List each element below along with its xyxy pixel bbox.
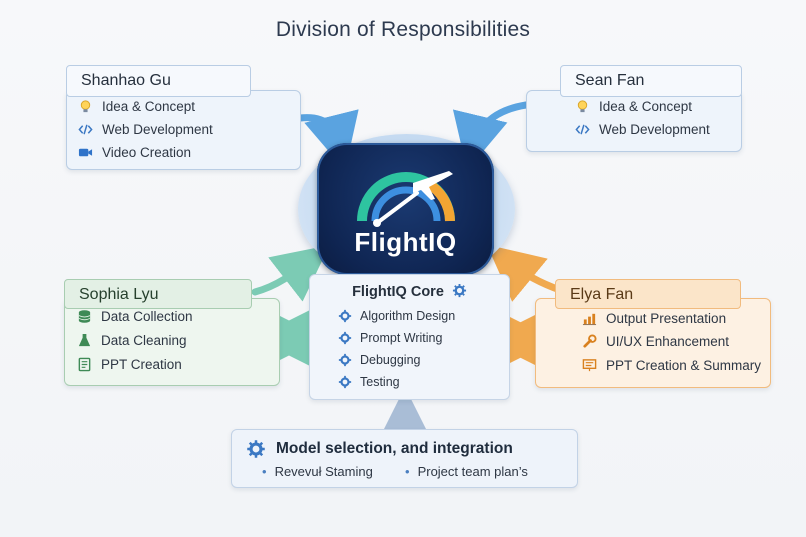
member-name-sean: Sean Fan — [560, 65, 742, 97]
model-title: Model selection, and integration — [276, 440, 513, 457]
member-name-sophia: Sophia Lyu — [64, 279, 252, 309]
core-item: Testing — [338, 375, 400, 389]
member-item: Output Presentation — [582, 311, 726, 326]
member-item: Idea & Concept — [575, 99, 692, 114]
speedometer-plane-icon — [357, 171, 455, 227]
member-item: Web Development — [575, 122, 710, 137]
code-icon — [575, 124, 590, 135]
core-item: Prompt Writing — [338, 331, 442, 345]
arrow-sean — [452, 101, 530, 171]
code-icon — [78, 124, 93, 135]
member-item: Video Creation — [78, 145, 191, 160]
member-card-elya: Output Presentation UI/UX Enhancement PP… — [535, 298, 771, 388]
member-item: PPT Creation & Summary — [582, 358, 761, 373]
flightiq-logo: FlightIQ — [317, 143, 494, 275]
core-title: FlightIQ Core — [310, 283, 509, 300]
gear-icon — [338, 353, 352, 367]
gear-icon — [338, 331, 352, 345]
flask-icon — [78, 333, 91, 347]
member-item: PPT Creation — [77, 357, 182, 372]
logo-text: FlightIQ — [354, 227, 457, 257]
member-card-shanhao: Idea & Concept Web Development Video Cre… — [66, 90, 301, 170]
member-card-sean: Idea & Concept Web Development — [526, 90, 742, 152]
wrench-icon — [583, 334, 597, 348]
gear-icon — [247, 440, 265, 458]
member-item: Web Development — [78, 122, 213, 137]
model-bullet: •Revevuł Staming — [262, 464, 373, 479]
page-title: Division of Responsibilities — [275, 18, 531, 41]
core-item: Debugging — [338, 353, 420, 367]
member-name-shanhao: Shanhao Gu — [66, 65, 251, 97]
video-camera-icon — [78, 148, 93, 157]
core-card: FlightIQ Core Algorithm Design Prompt Wr… — [309, 274, 510, 400]
model-bullet: •Project team plan’s — [405, 464, 528, 479]
gear-icon — [452, 283, 466, 298]
database-icon — [78, 310, 91, 323]
arrow-elya — [486, 244, 564, 302]
model-card: Model selection, and integration •Revevu… — [231, 429, 578, 488]
member-name-elya: Elya Fan — [555, 279, 741, 309]
bar-chart-icon — [582, 313, 597, 326]
member-card-sophia: Data Collection Data Cleaning PPT Creati… — [64, 298, 280, 386]
arrow-sophia — [251, 245, 330, 302]
gear-icon — [338, 375, 352, 389]
member-item: Idea & Concept — [78, 99, 195, 114]
core-item: Algorithm Design — [338, 309, 455, 323]
lightbulb-icon — [80, 100, 91, 113]
member-item: Data Collection — [77, 309, 193, 324]
presentation-icon — [582, 359, 597, 372]
member-item: Data Cleaning — [77, 333, 187, 348]
lightbulb-icon — [577, 100, 588, 113]
document-icon — [78, 357, 91, 372]
gear-icon — [338, 309, 352, 323]
member-item: UI/UX Enhancement — [582, 334, 729, 349]
